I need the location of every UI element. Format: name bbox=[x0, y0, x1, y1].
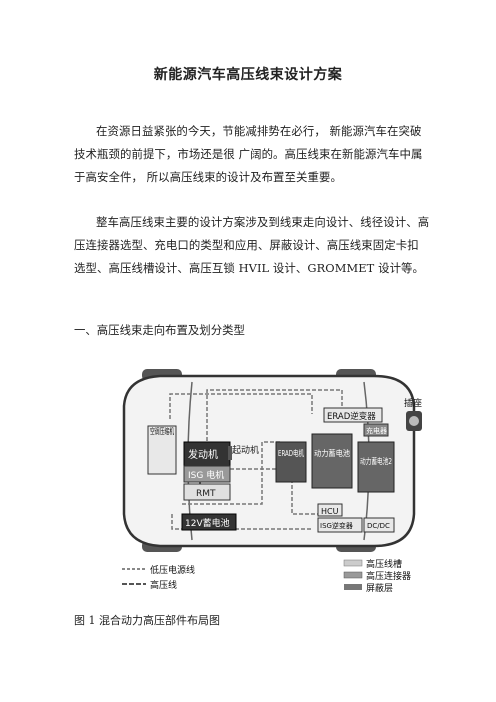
erad-inverter-label: ERAD逆变器 bbox=[327, 411, 376, 422]
hv-layout-diagram: 空调压缩机 发动机 ISG 电机 RMT 起动机 12V蓄电池 ERAD电机 E… bbox=[122, 369, 422, 594]
engine-label: 发动机 bbox=[188, 448, 218, 461]
erad-inverter-box bbox=[323, 407, 383, 423]
socket-plug bbox=[409, 416, 419, 426]
pack1-box bbox=[311, 433, 353, 489]
legend-lv-label: 低压电源线 bbox=[150, 564, 195, 576]
legend-shield-swatch bbox=[344, 584, 362, 590]
legend-duct-label: 高压线槽 bbox=[366, 558, 402, 570]
legend-hv-label: 高压线 bbox=[150, 579, 177, 591]
starter-label: 起动机 bbox=[232, 444, 259, 456]
dcdc-label: DC/DC bbox=[367, 522, 390, 530]
rmt-label: RMT bbox=[196, 489, 216, 499]
charger-box bbox=[363, 423, 389, 437]
legend-duct-swatch bbox=[343, 559, 363, 567]
isg-inverter-box bbox=[317, 517, 363, 533]
pack2-box bbox=[357, 441, 395, 493]
lv-route-1 bbox=[182, 441, 282, 505]
intro-paragraph: 在资源日益紧张的今天，节能减排势在必行， 新能源汽车在突破技术瓶颈的前提下，市场… bbox=[74, 124, 423, 184]
isg-inverter-label: ISG逆变器 bbox=[320, 521, 353, 530]
dcdc-box bbox=[363, 517, 395, 533]
hcu-label: HCU bbox=[321, 507, 339, 516]
socket-label: 插座 bbox=[404, 397, 422, 409]
isg-motor-label: ISG 电机 bbox=[188, 469, 224, 481]
hv-route-1 bbox=[169, 393, 313, 419]
ac-compressor-box bbox=[147, 425, 177, 475]
hcu-box bbox=[317, 503, 343, 517]
legend-conn-label: 高压连接器 bbox=[366, 570, 411, 582]
starter-box bbox=[228, 446, 232, 460]
isg-motor-box bbox=[183, 465, 231, 483]
section-heading: 一、高压线束走向布置及划分类型 bbox=[74, 323, 245, 337]
hv-route-2 bbox=[206, 389, 343, 459]
hv-route-3 bbox=[212, 468, 322, 515]
design-paragraph: 整车高压线束主要的设计方案涉及到线束走向设计、线径设计、高压连接器选型、充电口的… bbox=[74, 215, 430, 275]
hv-route-4 bbox=[171, 514, 312, 530]
erad-motor-label: ERAD电机 bbox=[278, 448, 304, 458]
erad-motor-box bbox=[275, 441, 307, 483]
batt12-box bbox=[181, 513, 237, 531]
figure-caption: 图 1 混合动力高压部件布局图 bbox=[74, 614, 220, 627]
doc-title: 新能源汽车高压线束设计方案 bbox=[153, 67, 343, 83]
pack1-label: 动力蓄电池 bbox=[314, 448, 350, 458]
legend-conn-swatch bbox=[343, 571, 363, 579]
ac-compressor-label: 空调压缩机 bbox=[150, 426, 174, 436]
batt12-label: 12V蓄电池 bbox=[185, 517, 230, 529]
hv-layout-figure: 空调压缩机 发动机 ISG 电机 RMT 起动机 12V蓄电池 ERAD电机 E… bbox=[112, 364, 430, 598]
pack2-label: 动力蓄电池2 bbox=[360, 456, 392, 466]
charger-label: 充电器 bbox=[366, 426, 387, 435]
rmt-box bbox=[183, 483, 231, 501]
legend-shield-label: 屏蔽层 bbox=[366, 582, 393, 594]
